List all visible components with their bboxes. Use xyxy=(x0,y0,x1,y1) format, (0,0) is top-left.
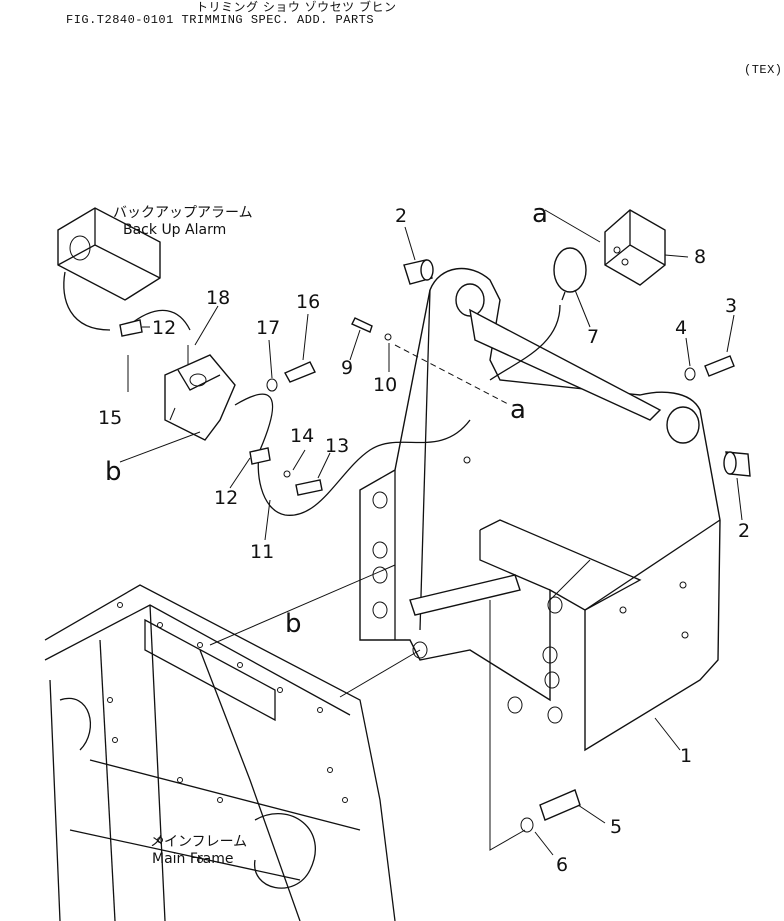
callout-11: 11 xyxy=(250,541,274,563)
callout-12-upper: 12 xyxy=(152,317,176,339)
hardware xyxy=(119,317,735,833)
ref-b-center: b xyxy=(285,609,302,639)
callout-16: 16 xyxy=(296,291,320,313)
part-11-harness xyxy=(127,304,561,516)
part-2-bushing-right xyxy=(723,451,751,477)
part-7-horn xyxy=(553,247,587,301)
backup-alarm-caption-jp: バックアップアラーム xyxy=(113,205,253,221)
callout-leaders xyxy=(142,226,743,856)
callout-2-right: 2 xyxy=(738,520,750,542)
backup-alarm-assembly xyxy=(57,207,161,331)
part-8-alarm-box xyxy=(604,209,666,286)
callout-4: 4 xyxy=(675,317,687,339)
reference-letters: a a b b xyxy=(105,199,548,639)
figure-title: FIG.T2840-0101 TRIMMING SPEC. ADD. PARTS xyxy=(66,13,375,27)
part-1-bracket xyxy=(359,267,721,752)
captions: バックアップアラーム Back Up Alarm メインフレーム Main Fr… xyxy=(113,205,253,867)
callout-1: 1 xyxy=(680,745,692,767)
ref-a-top: a xyxy=(532,199,548,229)
backup-alarm-caption-en: Back Up Alarm xyxy=(123,222,226,238)
callout-12-lower: 12 xyxy=(214,487,238,509)
callout-14: 14 xyxy=(290,425,314,447)
callout-numbers: 1 2 2 3 4 5 6 7 8 9 10 11 12 12 13 14 15… xyxy=(98,205,750,876)
callout-18: 18 xyxy=(206,287,230,309)
part-15-bracket xyxy=(164,354,236,441)
callout-6: 6 xyxy=(556,854,568,876)
callout-10: 10 xyxy=(373,374,397,396)
ref-b-left: b xyxy=(105,457,122,487)
main-frame-caption-en: Main Frame xyxy=(152,851,234,867)
katakana-title: トリミング ショウ ゾウセツ ブヒン xyxy=(196,0,397,14)
callout-2-upper: 2 xyxy=(395,205,407,227)
callout-7: 7 xyxy=(587,326,599,348)
callout-3: 3 xyxy=(725,295,737,317)
callout-5: 5 xyxy=(610,816,622,838)
main-frame xyxy=(44,584,396,921)
alignment-lines xyxy=(119,209,601,851)
part-2-bushing-upper xyxy=(403,259,434,285)
figure-tag: (TEX) xyxy=(744,63,783,77)
callout-15: 15 xyxy=(98,407,122,429)
callout-17: 17 xyxy=(256,317,280,339)
callout-8: 8 xyxy=(694,246,706,268)
ref-a-mid: a xyxy=(510,395,526,425)
callout-13: 13 xyxy=(325,435,349,457)
callout-9: 9 xyxy=(341,357,353,379)
main-frame-caption-jp: メインフレーム xyxy=(150,834,247,850)
